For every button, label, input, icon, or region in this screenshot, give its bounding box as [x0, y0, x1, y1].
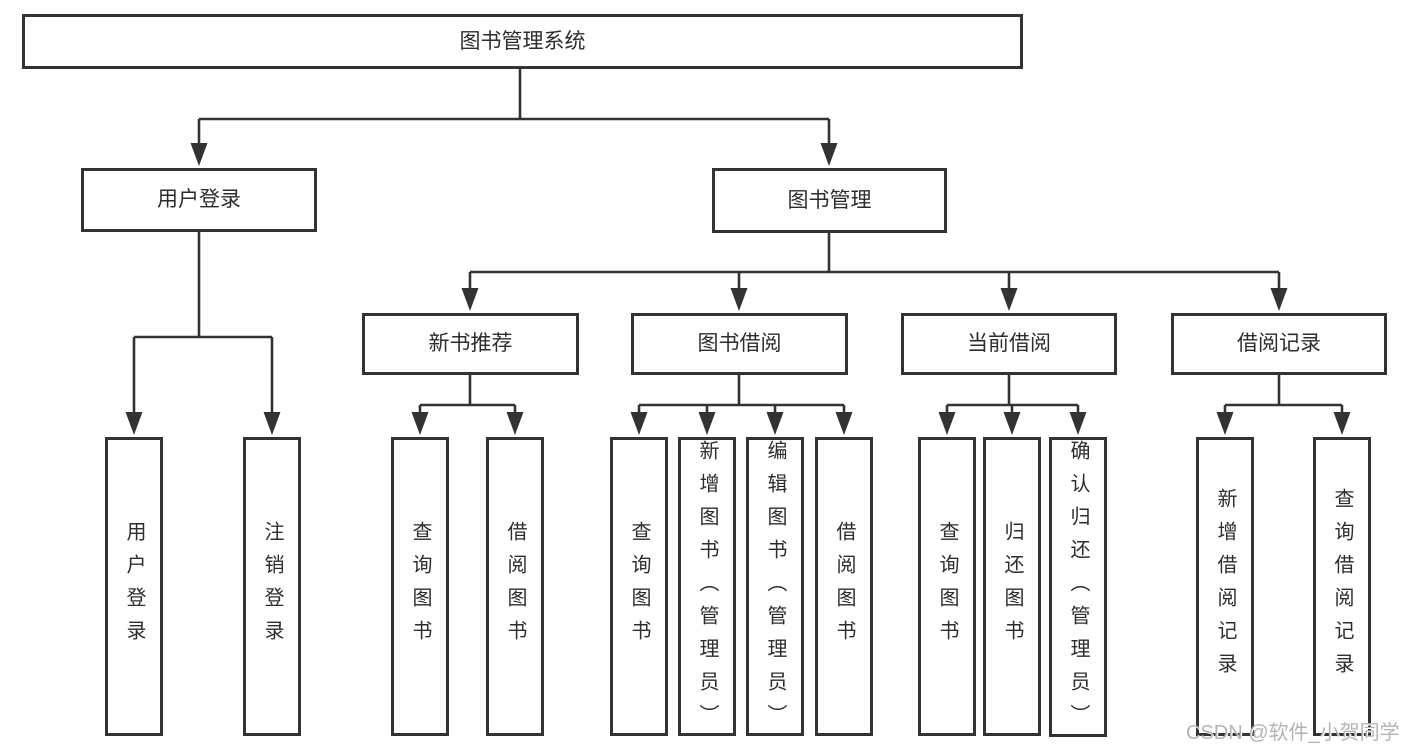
leaf-current-return-books: 归还图书 — [983, 437, 1041, 736]
csdn-watermark: CSDN @软件_小贺同学 — [1186, 722, 1400, 744]
connector-current-to-leaves — [945, 375, 1080, 414]
node-borrow-records: 借阅记录 — [1171, 313, 1387, 375]
leaf-current-query-books: 查询图书 — [918, 437, 976, 736]
leaf-borrow-edit-books-admin: 编辑图书（管理员） — [746, 437, 804, 737]
leaf-current-confirm-return-admin: 确认归还（管理员） — [1049, 437, 1107, 737]
node-user-login: 用户登录 — [81, 168, 317, 232]
connector-borrow-to-leaves — [637, 375, 846, 414]
connector-userlogin-to-leaves — [132, 232, 274, 414]
connector-records-to-leaves — [1223, 375, 1344, 414]
connector-root-to-level2 — [197, 69, 831, 146]
leaf-recommend-borrow-books: 借阅图书 — [486, 437, 544, 736]
node-current-borrow: 当前借阅 — [901, 313, 1117, 375]
leaf-recommend-query-books: 查询图书 — [391, 437, 449, 736]
connector-bookmgmt-to-level3 — [468, 233, 1281, 292]
node-book-management: 图书管理 — [712, 168, 947, 233]
leaf-user-login: 用户登录 — [105, 437, 163, 736]
leaf-borrow-add-books-admin: 新增图书（管理员） — [678, 437, 736, 737]
node-library-system: 图书管理系统 — [22, 14, 1023, 69]
node-book-borrow: 图书借阅 — [631, 313, 848, 375]
arrowheads — [125, 143, 1351, 435]
leaf-borrow-query-books: 查询图书 — [610, 437, 668, 736]
leaf-borrow-borrow-books: 借阅图书 — [815, 437, 873, 736]
leaf-logout: 注销登录 — [243, 437, 301, 736]
node-new-book-recommend: 新书推荐 — [362, 313, 579, 375]
leaf-records-add-record: 新增借阅记录 — [1196, 437, 1254, 736]
connector-recommend-to-leaves — [418, 375, 517, 414]
leaf-records-query-record: 查询借阅记录 — [1313, 437, 1371, 736]
